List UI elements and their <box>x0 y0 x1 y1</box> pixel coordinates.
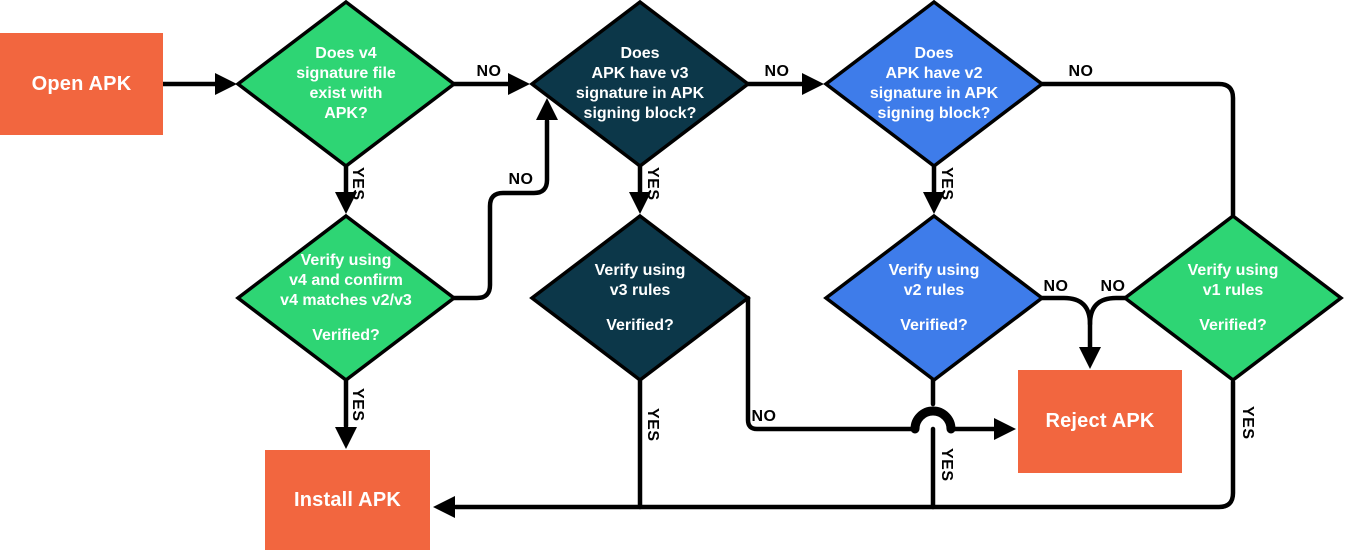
arrowhead-into-reject-top <box>1079 347 1101 369</box>
edge-verifyv1-yes-collector <box>453 379 1236 510</box>
reject-apk-box <box>1018 370 1182 473</box>
install-apk-box <box>265 450 430 550</box>
qv4-diamond <box>235 0 457 169</box>
verify-v1-diamond <box>1122 213 1344 383</box>
arrowhead-into-verifyv2 <box>923 192 945 214</box>
arrowhead-into-reject-left <box>994 418 1016 440</box>
edge-verifyv3-no-a <box>745 295 918 432</box>
open-apk-box <box>0 33 163 135</box>
arrowhead-into-qv4 <box>215 73 237 95</box>
arrowhead-into-qv3 <box>508 73 530 95</box>
edge-line-hop <box>910 406 956 434</box>
edge-verifyv4-no <box>451 118 550 301</box>
arrowhead-into-verifyv4 <box>335 192 357 214</box>
verify-v2-diamond <box>823 213 1045 383</box>
arrowhead-into-install-right <box>433 496 455 518</box>
edge-verifyv1-no <box>1087 295 1128 327</box>
arrowhead-into-qv2 <box>802 73 824 95</box>
verify-v3-diamond <box>529 213 751 383</box>
arrowhead-into-verifyv3 <box>629 192 651 214</box>
qv2-diamond <box>823 0 1045 169</box>
arrowhead-into-install-top <box>335 427 357 449</box>
verify-v4-diamond <box>235 213 457 383</box>
qv3-diamond <box>529 0 751 169</box>
arrowhead-verifyv4-no-up <box>536 98 558 120</box>
edge-verifyv2-no <box>1037 295 1093 350</box>
edge-qv2-no <box>1039 81 1236 218</box>
